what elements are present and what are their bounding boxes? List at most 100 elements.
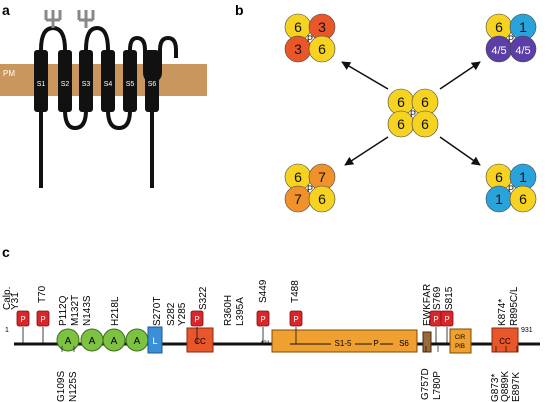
ewkfar-motif xyxy=(422,331,432,353)
subunit-circle xyxy=(308,35,336,63)
coiled-coil-label: CC xyxy=(194,337,206,346)
site-label-top: Calp. xyxy=(2,287,13,310)
site-label-top: S815 xyxy=(444,286,455,310)
site-label-top: EWKFAR xyxy=(422,284,433,326)
glycosylation-icon xyxy=(77,10,95,28)
subunit-label: 1 xyxy=(495,191,503,207)
panel-b-label: b xyxy=(235,2,244,18)
site-label-top: S282 xyxy=(166,302,177,326)
subunit-label: 6 xyxy=(519,191,527,207)
position-431: 431 xyxy=(260,341,271,347)
ankyrin-domain xyxy=(56,328,80,352)
site-label-bottom: N125S xyxy=(68,371,79,402)
linker-p-label: P xyxy=(307,184,313,194)
segment-s5 xyxy=(123,50,137,112)
transmembrane-domain xyxy=(271,329,418,353)
panel-a-label: a xyxy=(2,2,10,18)
phospho-label: P xyxy=(20,315,25,324)
site-label-bottom: G757D xyxy=(420,368,431,400)
subunit-label: 7 xyxy=(318,169,326,185)
subunit-label: 3 xyxy=(294,41,302,57)
pib-label: PIB xyxy=(455,344,465,350)
site-label-top: T70 xyxy=(37,285,48,303)
site-label-top: N143S xyxy=(82,295,93,326)
tm-s6-label: S6 xyxy=(399,339,409,348)
site-label-top: S449 xyxy=(258,279,269,303)
site-label-top: S322 xyxy=(198,286,209,310)
segment-label-s2: S2 xyxy=(61,81,70,88)
site-label-top: H218L xyxy=(110,296,121,326)
site-label-top: S769 xyxy=(432,286,443,310)
panel-c-label: c xyxy=(2,244,10,260)
site-label-top: L395A xyxy=(235,297,246,326)
subunit-label: 7 xyxy=(294,191,302,207)
site-label-bottom: G873* xyxy=(490,374,501,402)
phospho-tag xyxy=(256,310,270,327)
site-label-top: K874* xyxy=(497,299,508,326)
ankyrin-label: A xyxy=(111,336,118,347)
subunit-label: 6 xyxy=(294,169,302,185)
transmembrane-segments xyxy=(34,50,159,112)
arrow-to-bottom-right xyxy=(439,136,481,166)
subunit-circle xyxy=(509,185,537,213)
phospho-tag xyxy=(36,310,50,327)
subunit-label: 6 xyxy=(495,19,503,35)
segment-label-s5: S5 xyxy=(126,81,135,88)
phospho-tag xyxy=(289,310,303,327)
segment-label-s6: S6 xyxy=(148,81,157,88)
site-label-top: P112Q xyxy=(58,295,69,326)
subunit-label: 1 xyxy=(519,169,527,185)
loop-s4-s5 xyxy=(106,109,132,131)
ankyrin-label: A xyxy=(89,336,96,347)
linker-p-label: P xyxy=(508,34,514,44)
coiled-coil-domain xyxy=(186,327,214,353)
arrow-to-top-right xyxy=(439,61,481,90)
ankyrin-domain xyxy=(102,328,126,352)
linker-p-label: P xyxy=(508,184,514,194)
segment-label-s4: S4 xyxy=(104,81,113,88)
site-label-bottom: L780P xyxy=(432,371,443,400)
start-position: 1 xyxy=(5,327,9,334)
subunit-label: 4/5 xyxy=(515,45,530,57)
segment-s6 xyxy=(145,50,159,112)
segment-s2 xyxy=(58,50,72,112)
subunit-label: 1 xyxy=(519,19,527,35)
site-label-top: Y285 xyxy=(177,302,188,326)
cir-pib-domain xyxy=(449,328,472,354)
site-label-bottom: E897K xyxy=(511,372,522,402)
subunit-label: 6 xyxy=(397,116,405,132)
subunit-label: 6 xyxy=(397,94,405,110)
arrow-to-top-left xyxy=(341,61,389,90)
subunit-label: 6 xyxy=(318,41,326,57)
subunit-circle xyxy=(509,35,537,63)
glycosylation-icon xyxy=(44,10,62,28)
segment-label-s3: S3 xyxy=(82,81,91,88)
subunit-label: 4/5 xyxy=(491,45,506,57)
end-position: 931 xyxy=(521,327,533,334)
loop-s2-s3 xyxy=(63,109,88,131)
segment-s1 xyxy=(34,50,48,112)
subunit-label: 3 xyxy=(318,19,326,35)
phospho-label: P xyxy=(260,315,265,324)
arrow-to-bottom-left xyxy=(344,136,389,166)
phospho-label: P xyxy=(433,315,438,324)
ankyrin-label: A xyxy=(134,336,141,347)
site-label-bottom: Q889K xyxy=(500,371,511,402)
membrane-label: PM xyxy=(3,69,15,78)
ankyrin-domains: A A A A xyxy=(56,328,149,352)
segment-label-s1: S1 xyxy=(37,81,46,88)
phospho-label: P xyxy=(40,315,45,324)
site-label-top: S270T xyxy=(152,297,163,326)
tm-pore-label: P xyxy=(373,339,378,348)
coiled-coil-label: CC xyxy=(499,337,511,346)
loop-s1-s2 xyxy=(39,25,67,51)
panel-c: c 1 931 431 A A A A L CC S1-5 P S6 xyxy=(2,244,540,402)
